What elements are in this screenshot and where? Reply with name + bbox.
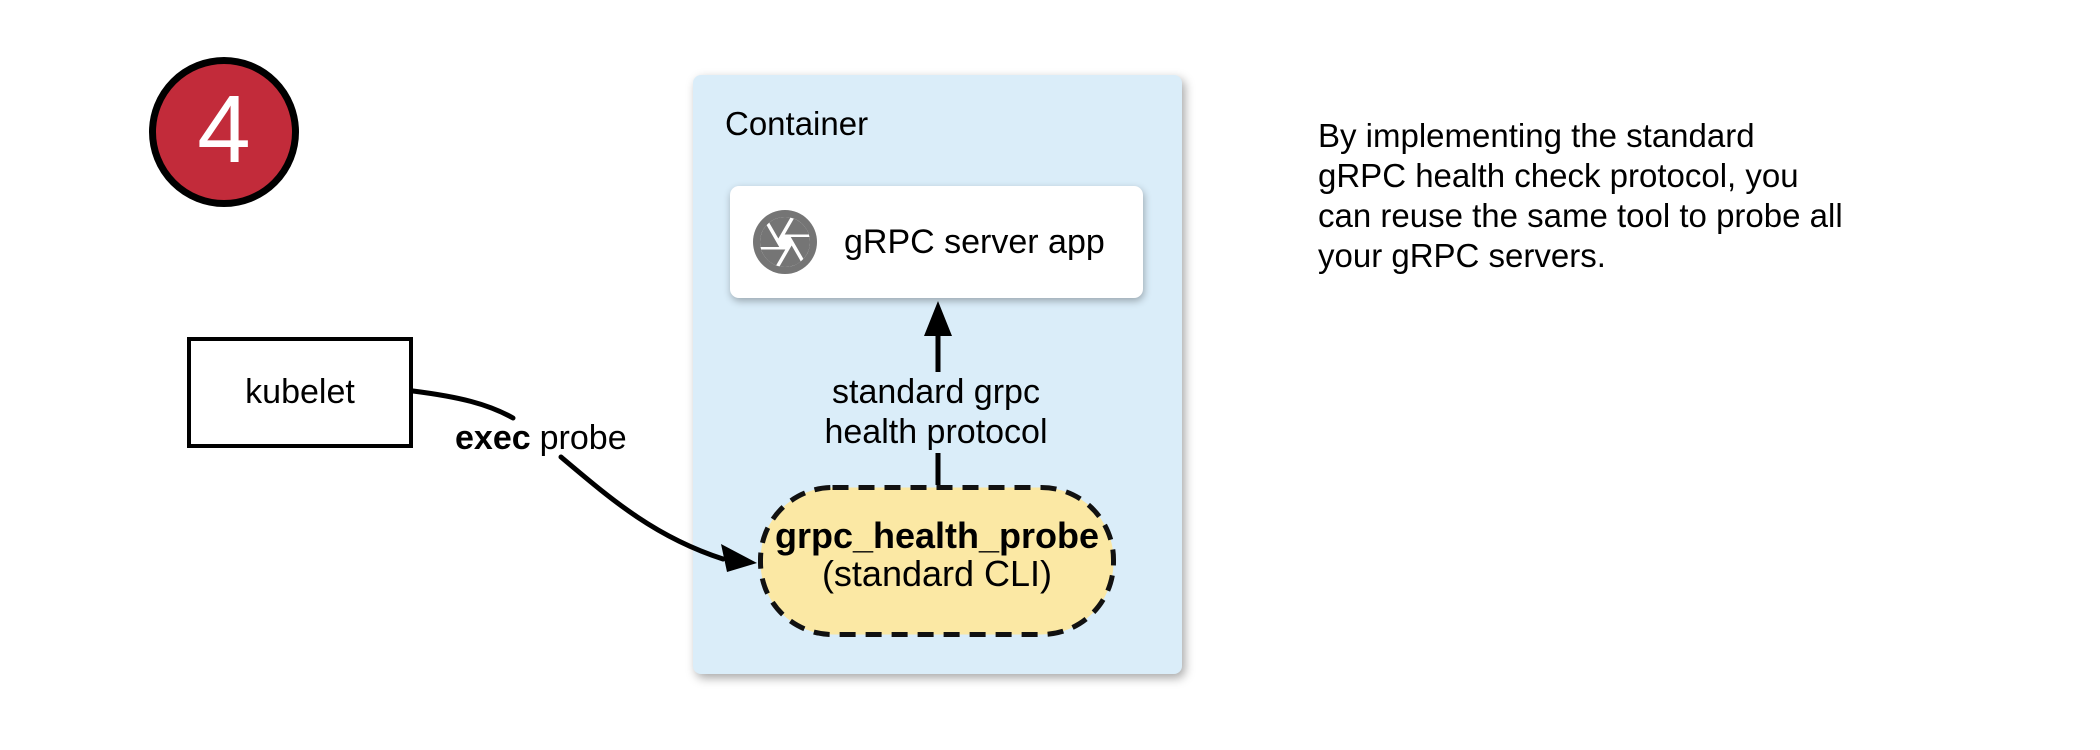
health-protocol-line: health protocol	[824, 413, 1048, 451]
aperture-icon	[753, 210, 817, 274]
annotation-text: By implementing the standard gRPC health…	[1318, 116, 1843, 276]
grpc-server-label: gRPC server app	[844, 222, 1105, 261]
grpc-server-node: gRPC server app	[730, 186, 1143, 298]
exec-probe-label-rest: probe	[539, 419, 627, 457]
health-protocol-line: standard grpc	[832, 373, 1040, 411]
annotation-line: can reuse the same tool to probe all	[1318, 197, 1843, 234]
probe-node-subtitle: (standard CLI)	[821, 553, 1053, 594]
step-badge: 4	[149, 57, 299, 207]
annotation-line: your gRPC servers.	[1318, 237, 1606, 274]
container-label: Container	[725, 105, 869, 142]
annotation-line: gRPC health check protocol, you	[1318, 157, 1799, 194]
probe-node-title: grpc_health_probe	[774, 515, 1100, 556]
kubelet-node: kubelet	[187, 337, 413, 448]
step-number: 4	[197, 76, 251, 183]
health-protocol-label: standard grpc health protocol	[786, 372, 1086, 452]
annotation-line: By implementing the standard	[1318, 117, 1755, 154]
exec-arrow-start	[410, 388, 516, 421]
kubelet-label: kubelet	[245, 373, 355, 411]
probe-node-text: grpc_health_probe (standard CLI)	[760, 517, 1114, 593]
exec-probe-label-bold: exec	[455, 419, 531, 457]
